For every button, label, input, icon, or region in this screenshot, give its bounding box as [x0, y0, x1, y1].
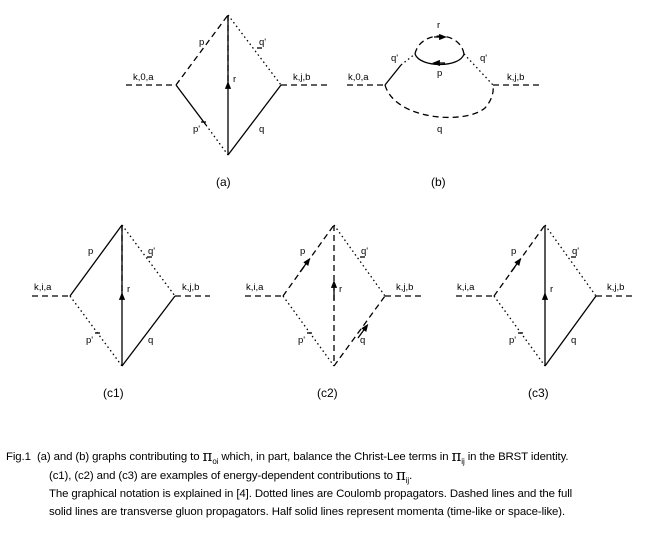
subscript-oi: oi: [212, 457, 219, 466]
loop-q: [384, 84, 494, 119]
label-kjb: k,j,b: [607, 282, 624, 293]
label-kia: k,i,a: [457, 282, 475, 293]
label-q: q: [360, 335, 365, 346]
label-kjb: k,j,b: [293, 72, 310, 83]
line-p: [282, 224, 335, 297]
caption-seg2: which, in part, balance the Christ-Lee t…: [221, 451, 449, 463]
subscript-ij: ij: [461, 457, 465, 466]
label-kjb: k,j,b: [507, 72, 524, 83]
label-kjb: k,j,b: [182, 282, 199, 293]
line-q: [227, 84, 282, 156]
line-q-prime: [333, 224, 386, 297]
label-q-prime-left: q': [391, 53, 398, 64]
diagram-b-labels: r p q' q' q k,0,a k,j,b (b): [348, 20, 524, 189]
label-p: p: [511, 246, 516, 257]
line-q: [544, 295, 597, 367]
arrow-p: [299, 257, 311, 273]
label-p: p: [300, 246, 305, 257]
label-r: r: [437, 20, 440, 31]
line-p: [69, 224, 123, 297]
caption-seg1: (a) and (b) graphs contributing to: [36, 451, 200, 463]
arrow-p: [510, 257, 522, 273]
label-r: r: [127, 284, 130, 295]
label-q: q: [259, 124, 264, 135]
caption-prefix: Fig.1: [6, 451, 31, 463]
diagram-c1-labels: p q' r p' q k,i,a k,j,b (c1): [34, 246, 199, 400]
label-r: r: [339, 284, 342, 295]
label-p: p: [199, 37, 204, 48]
line-p-prime: [69, 295, 123, 367]
label-kia: k,i,a: [246, 282, 264, 293]
label-r: r: [233, 74, 236, 85]
line-q-prime: [227, 14, 282, 86]
panel-label-c3: (c3): [528, 386, 549, 400]
diagram-b-arrows: [432, 33, 447, 67]
line-q-prime-solid: [384, 64, 402, 86]
diagram-c3-labels: p q' r p' q k,i,a k,j,b (c3): [457, 246, 624, 400]
label-k0a: k,0,a: [348, 72, 369, 83]
caption-seg3: in the BRST identity.: [467, 451, 569, 463]
label-kjb: k,j,b: [396, 282, 413, 293]
label-kia: k,i,a: [34, 282, 52, 293]
line-p-prime: [493, 295, 546, 367]
caption-line-1: Fig.1 (a) and (b) graphs contributing to…: [6, 447, 662, 467]
panel-label-c2: (c2): [317, 386, 338, 400]
label-q-prime: q': [259, 37, 266, 48]
label-q: q: [148, 335, 153, 346]
label-q-prime: q': [572, 246, 579, 257]
panel-label-a: (a): [216, 175, 231, 189]
line-q: [333, 295, 386, 367]
label-q-prime: q': [148, 246, 155, 257]
pi-symbol: π: [202, 447, 213, 465]
label-p-prime: p': [86, 335, 93, 346]
pi-symbol: π: [395, 465, 406, 484]
line-p: [493, 224, 546, 297]
loop-r-upper: [414, 35, 465, 55]
line-q: [121, 295, 176, 367]
panel-label-c1: (c1): [103, 386, 124, 400]
label-p: p: [88, 246, 93, 257]
caption-line-3: The graphical notation is explained in […: [49, 488, 573, 500]
line-q-prime-dotted: [400, 53, 416, 66]
feynman-diagrams-figure: p q' r p' q k,0,a k,j,b (a) r p q' q' q …: [32, 14, 633, 400]
line-p-prime: [282, 295, 335, 367]
caption-line2-text: (c1), (c2) and (c3) are examples of ener…: [49, 469, 393, 482]
diagram-c2-arrows: [299, 257, 369, 339]
diagram-a: [126, 14, 327, 156]
label-q-prime: q': [361, 246, 368, 257]
diagram-c1: [32, 224, 210, 367]
momentum-ticks: [95, 47, 576, 334]
diagram-a-labels: p q' r p' q k,0,a k,j,b (a): [133, 37, 310, 189]
label-p-prime: p': [509, 335, 516, 346]
figure-caption: Fig.1 (a) and (b) graphs contributing to…: [6, 447, 662, 521]
diagram-c3-arrows: [510, 257, 522, 273]
line-q-prime: [544, 224, 597, 297]
label-k0a: k,0,a: [133, 72, 154, 83]
line-q-prime: [121, 224, 176, 297]
label-p-prime: p': [193, 124, 200, 135]
subscript-ij: ij: [405, 475, 410, 485]
label-p: p: [437, 68, 442, 79]
caption-line-4: solid lines are transverse gluon propaga…: [49, 505, 566, 518]
label-p-prime: p': [298, 335, 305, 346]
diagram-c3: [456, 224, 633, 367]
panel-label-b: (b): [431, 175, 446, 189]
line-p: [175, 14, 229, 86]
label-q: q: [437, 124, 442, 135]
caption-line2-end: .: [409, 469, 413, 482]
label-q-prime-right: q': [480, 53, 487, 64]
line-p-prime-solid: [175, 84, 207, 126]
arrow-q: [357, 323, 369, 339]
line-q-prime-right: [463, 53, 494, 86]
diagram-c2-labels: p q' r p' q k,i,a k,j,b (c2): [246, 246, 413, 400]
pi-symbol: π: [451, 447, 462, 465]
label-r: r: [550, 284, 553, 295]
diagram-c2: [245, 224, 422, 367]
caption-line-2: (c1), (c2) and (c3) are examples of ener…: [6, 466, 662, 486]
line-p-prime-dotted: [205, 124, 229, 156]
label-q: q: [571, 335, 576, 346]
